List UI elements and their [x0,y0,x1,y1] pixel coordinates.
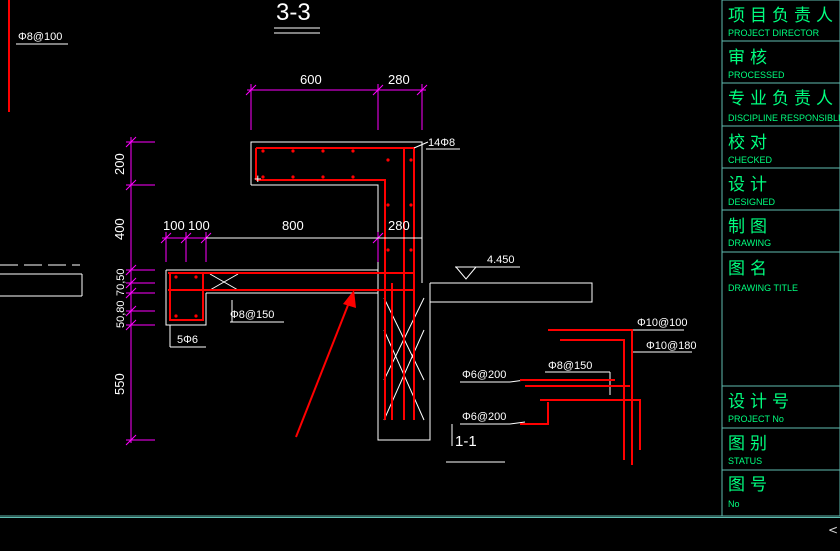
rebar-label-5phi6: 5Φ6 [177,334,198,346]
dimension-labels: 600 280 100 100 800 280 200 400 70,50 50… [112,72,410,395]
left-partial-detail [0,264,83,297]
title-row-discipline: 专业负责人 DISCIPLINE RESPONSIBLE BY [728,89,840,123]
annotation-arrow [295,290,356,438]
title-row-checked: 校对 CHECKED [728,133,773,165]
title-row-no: 图号 No [728,475,772,509]
rebar-label-phi10-100: Φ10@100 [637,317,688,329]
title-row-status: 图别 STATUS [728,434,772,466]
rebar-dots [174,149,413,318]
dim-50-80: 50,80 [115,300,127,328]
top-left-rebar-label: Φ8@100 [18,31,62,43]
rebar-lines [168,147,415,420]
section-title: 3-3 [276,0,311,26]
title-block-frame [721,0,840,517]
elevation-label: 4.450 [487,254,515,266]
dim-800: 800 [282,218,304,233]
title-row-en: No [728,499,740,509]
title-row-project-director: 项目负责人 PROJECT DIRECTOR [728,6,838,38]
command-status-bar[interactable]: < [0,517,840,551]
title-block: 项目负责人 PROJECT DIRECTOR 审核 PROCESSED 专业负责… [721,0,840,517]
title-row-en: DESIGNED [728,197,776,207]
dim-400: 400 [112,218,127,240]
title-row-en: PROJECT DIRECTOR [728,28,820,38]
title-row-en: DRAWING [728,238,771,248]
dimension-lines [125,84,428,446]
title-row-cn: 专业负责人 [728,89,838,109]
plus-marker: + [254,171,262,186]
rebar-label-phi10-180: Φ10@180 [646,340,697,352]
rebar-label-phi8-150-left: Φ8@150 [230,309,274,321]
dim-200: 200 [112,153,127,175]
title-row-cn: 设计号 [728,392,794,412]
dim-100-b: 100 [188,218,210,233]
title-row-cn: 审核 [728,48,772,68]
rebar-label-phi8-150-right: Φ8@150 [548,360,592,372]
rebar-label-14phi8: 14Φ8 [428,137,455,149]
title-row-en: STATUS [728,456,762,466]
dim-550: 550 [112,373,127,395]
title-row-cn: 项目负责人 [728,6,838,26]
rebar-label-phi6-200-a: Φ6@200 [462,369,506,381]
title-row-cn: 校对 [728,133,772,153]
dim-600: 600 [300,72,322,87]
title-row-cn: 制图 [728,217,772,237]
right-rebar-detail [520,329,641,465]
elevation-marker [455,266,520,280]
concrete-outline [165,141,593,441]
title-row-drawing-title: 图名 DRAWING TITLE [728,259,798,293]
title-row-en: DISCIPLINE RESPONSIBLE BY [728,113,840,123]
title-row-en: PROJECT No [728,414,784,424]
dim-70-50: 70,50 [115,268,127,296]
title-row-en: DRAWING TITLE [728,283,798,293]
title-row-cn: 设计 [728,175,772,195]
title-row-designed: 设计 DESIGNED [728,175,776,207]
status-bar-arrow-glyph[interactable]: < [827,523,838,537]
rebar-label-phi6-200-b: Φ6@200 [462,411,506,423]
title-row-cn: 图别 [728,434,772,454]
title-row-processed: 审核 PROCESSED [728,48,785,80]
dim-100-a: 100 [163,218,185,233]
dim-280-mid: 280 [388,218,410,233]
title-row-cn: 图号 [728,475,772,495]
section-1-1-label: 1-1 [455,433,477,450]
title-row-en: PROCESSED [728,70,785,80]
title-row-en: CHECKED [728,155,773,165]
title-row-cn: 图名 [728,259,772,279]
dim-280-top: 280 [388,72,410,87]
title-row-project-no: 设计号 PROJECT No [728,392,794,424]
rebar-leaders [169,141,692,425]
title-row-drawing: 制图 DRAWING [728,217,772,248]
